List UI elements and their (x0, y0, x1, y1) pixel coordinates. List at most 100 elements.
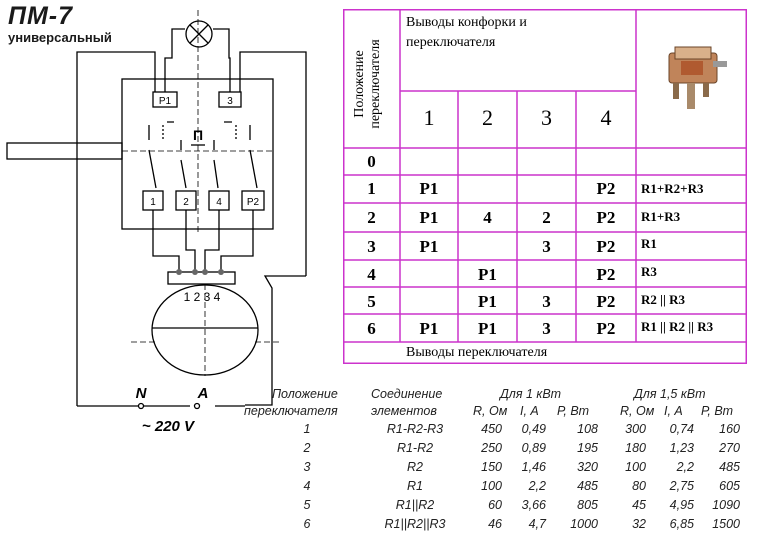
spec-row-4-r2: 80 (632, 479, 646, 493)
spec-row-1-r2: 300 (625, 422, 646, 436)
spec-row-2-pos: 2 (303, 441, 311, 455)
formula-3: R1 (641, 236, 657, 251)
spec-row-3-pos: 3 (303, 460, 311, 474)
col-number-4: 4 (600, 105, 612, 130)
cell-4-2: Р1 (478, 265, 497, 284)
spec-row-5-i2: 4,95 (669, 498, 694, 512)
spec-row-6-r2: 32 (632, 517, 646, 531)
spec-row-3-i2: 2,2 (676, 460, 694, 474)
spec-row-1-p2: 160 (719, 422, 740, 436)
spec-row-4-i2: 2,75 (669, 479, 694, 493)
specs-h-1kw: Для 1 кВт (500, 387, 562, 401)
formula-5: R2 || R3 (641, 292, 686, 307)
specs-h-pos-2: переключателя (244, 404, 338, 418)
diagram-subtitle: универсальный (8, 30, 112, 45)
specs-h-pos-1: Положение (272, 387, 338, 401)
terminal-p1-top: Р1 (152, 91, 178, 108)
cell-5-4: Р2 (596, 292, 616, 311)
specs-h-conn-2: элементов (371, 404, 437, 418)
cell-6-3: 3 (542, 319, 551, 338)
spec-row-3-i1: 1,46 (521, 460, 546, 474)
specs-h-conn-1: Соединение (371, 387, 443, 401)
spec-row-2-p2: 270 (719, 441, 740, 455)
cell-2-1: Р1 (419, 208, 439, 227)
spec-row-3-conn: R2 (407, 460, 423, 474)
spec-row-5-p2: 1090 (712, 498, 740, 512)
switch-label: П (193, 127, 203, 143)
spec-row-6-r1: 46 (488, 517, 502, 531)
specs-h-15kw: Для 1,5 кВт (634, 387, 706, 401)
position-column-header: Положение переключателя (352, 39, 383, 129)
spec-row-5-r2: 45 (632, 498, 646, 512)
rotary-switch-photo-icon (668, 46, 727, 109)
terminal-1: 1 (142, 190, 164, 211)
spec-row-5-i1: 3,66 (521, 498, 546, 512)
formula-4: R3 (641, 264, 657, 279)
col-number-3: 3 (541, 105, 552, 130)
spec-row-1-conn: R1-R2-R3 (386, 422, 444, 436)
row-pos-1: 1 (367, 179, 376, 198)
supply-n-label: N (136, 385, 148, 402)
row-pos-5: 5 (367, 292, 376, 311)
cell-3-4: Р2 (596, 237, 616, 256)
burner-terminal-labels: 1 2 3 4 (184, 290, 221, 304)
formula-2: R1+R3 (641, 209, 681, 224)
specs-sub-r1: R, Ом (473, 404, 508, 418)
terminal-3-top: 3 (218, 91, 242, 108)
cell-5-2: Р1 (478, 292, 497, 311)
terminal-4: 4 (208, 190, 230, 211)
spec-row-6-p1: 1000 (570, 517, 598, 531)
spec-row-4-i1: 2,2 (528, 479, 546, 493)
row-pos-0: 0 (367, 152, 376, 171)
switch-position-table: Положение переключателя Выводы конфорки … (343, 9, 747, 364)
indicator-lamp (185, 20, 213, 48)
spec-row-4-p1: 485 (577, 479, 598, 493)
terminal-p2-label: Р2 (247, 197, 260, 208)
spec-row-2-r2: 180 (625, 441, 646, 455)
spec-row-5-pos: 5 (303, 498, 311, 512)
spec-row-2-r1: 250 (481, 441, 502, 455)
spec-row-2-i1: 0,89 (521, 441, 546, 455)
spec-row-3-r2: 100 (625, 460, 646, 474)
cell-1-4: Р2 (596, 179, 616, 198)
switch-shaft (6, 142, 123, 160)
specs-sub-i2: I, А (664, 404, 683, 418)
spec-row-5-conn: R1||R2 (395, 498, 435, 512)
switch-housing (121, 78, 274, 230)
terminal-2: 2 (175, 190, 197, 211)
row-pos-2: 2 (367, 208, 376, 227)
row-pos-4: 4 (367, 265, 376, 284)
cell-6-4: Р2 (596, 319, 616, 338)
spec-row-4-conn: R1 (407, 479, 423, 493)
table-grid (343, 9, 747, 364)
outputs-header: Выводы конфорки и переключателя (406, 15, 527, 50)
spec-row-3-p2: 485 (719, 460, 740, 474)
terminal-3-label: 3 (227, 96, 233, 107)
spec-row-1-pos: 1 (303, 422, 311, 436)
cell-3-1: Р1 (419, 237, 439, 256)
cell-3-3: 3 (542, 237, 551, 256)
terminal-2-label: 2 (183, 197, 189, 208)
specs-sub-r2: R, Ом (620, 404, 655, 418)
terminal-p2: Р2 (241, 190, 265, 211)
spec-row-6-pos: 6 (303, 517, 311, 531)
specs-sub-p1: Р, Вт (557, 404, 590, 418)
spec-row-2-i2: 1,23 (669, 441, 694, 455)
cell-4-4: Р2 (596, 265, 616, 284)
cell-2-3: 2 (542, 208, 551, 227)
col-number-2: 2 (482, 105, 493, 130)
cell-5-3: 3 (542, 292, 551, 311)
supply-a-label: A (197, 385, 209, 402)
spec-row-4-pos: 4 (303, 479, 311, 493)
spec-row-2-conn: R1-R2 (396, 441, 434, 455)
supply-voltage-label: ~ 220 V (142, 418, 196, 435)
spec-row-6-i2: 6,85 (669, 517, 694, 531)
terminal-4-label: 4 (216, 197, 222, 208)
spec-row-1-i1: 0,49 (521, 422, 546, 436)
terminal-p1-label: Р1 (159, 96, 172, 107)
spec-row-2-p1: 195 (577, 441, 598, 455)
cell-2-4: Р2 (596, 208, 616, 227)
spec-row-1-r1: 450 (481, 422, 502, 436)
spec-row-5-r1: 60 (488, 498, 502, 512)
